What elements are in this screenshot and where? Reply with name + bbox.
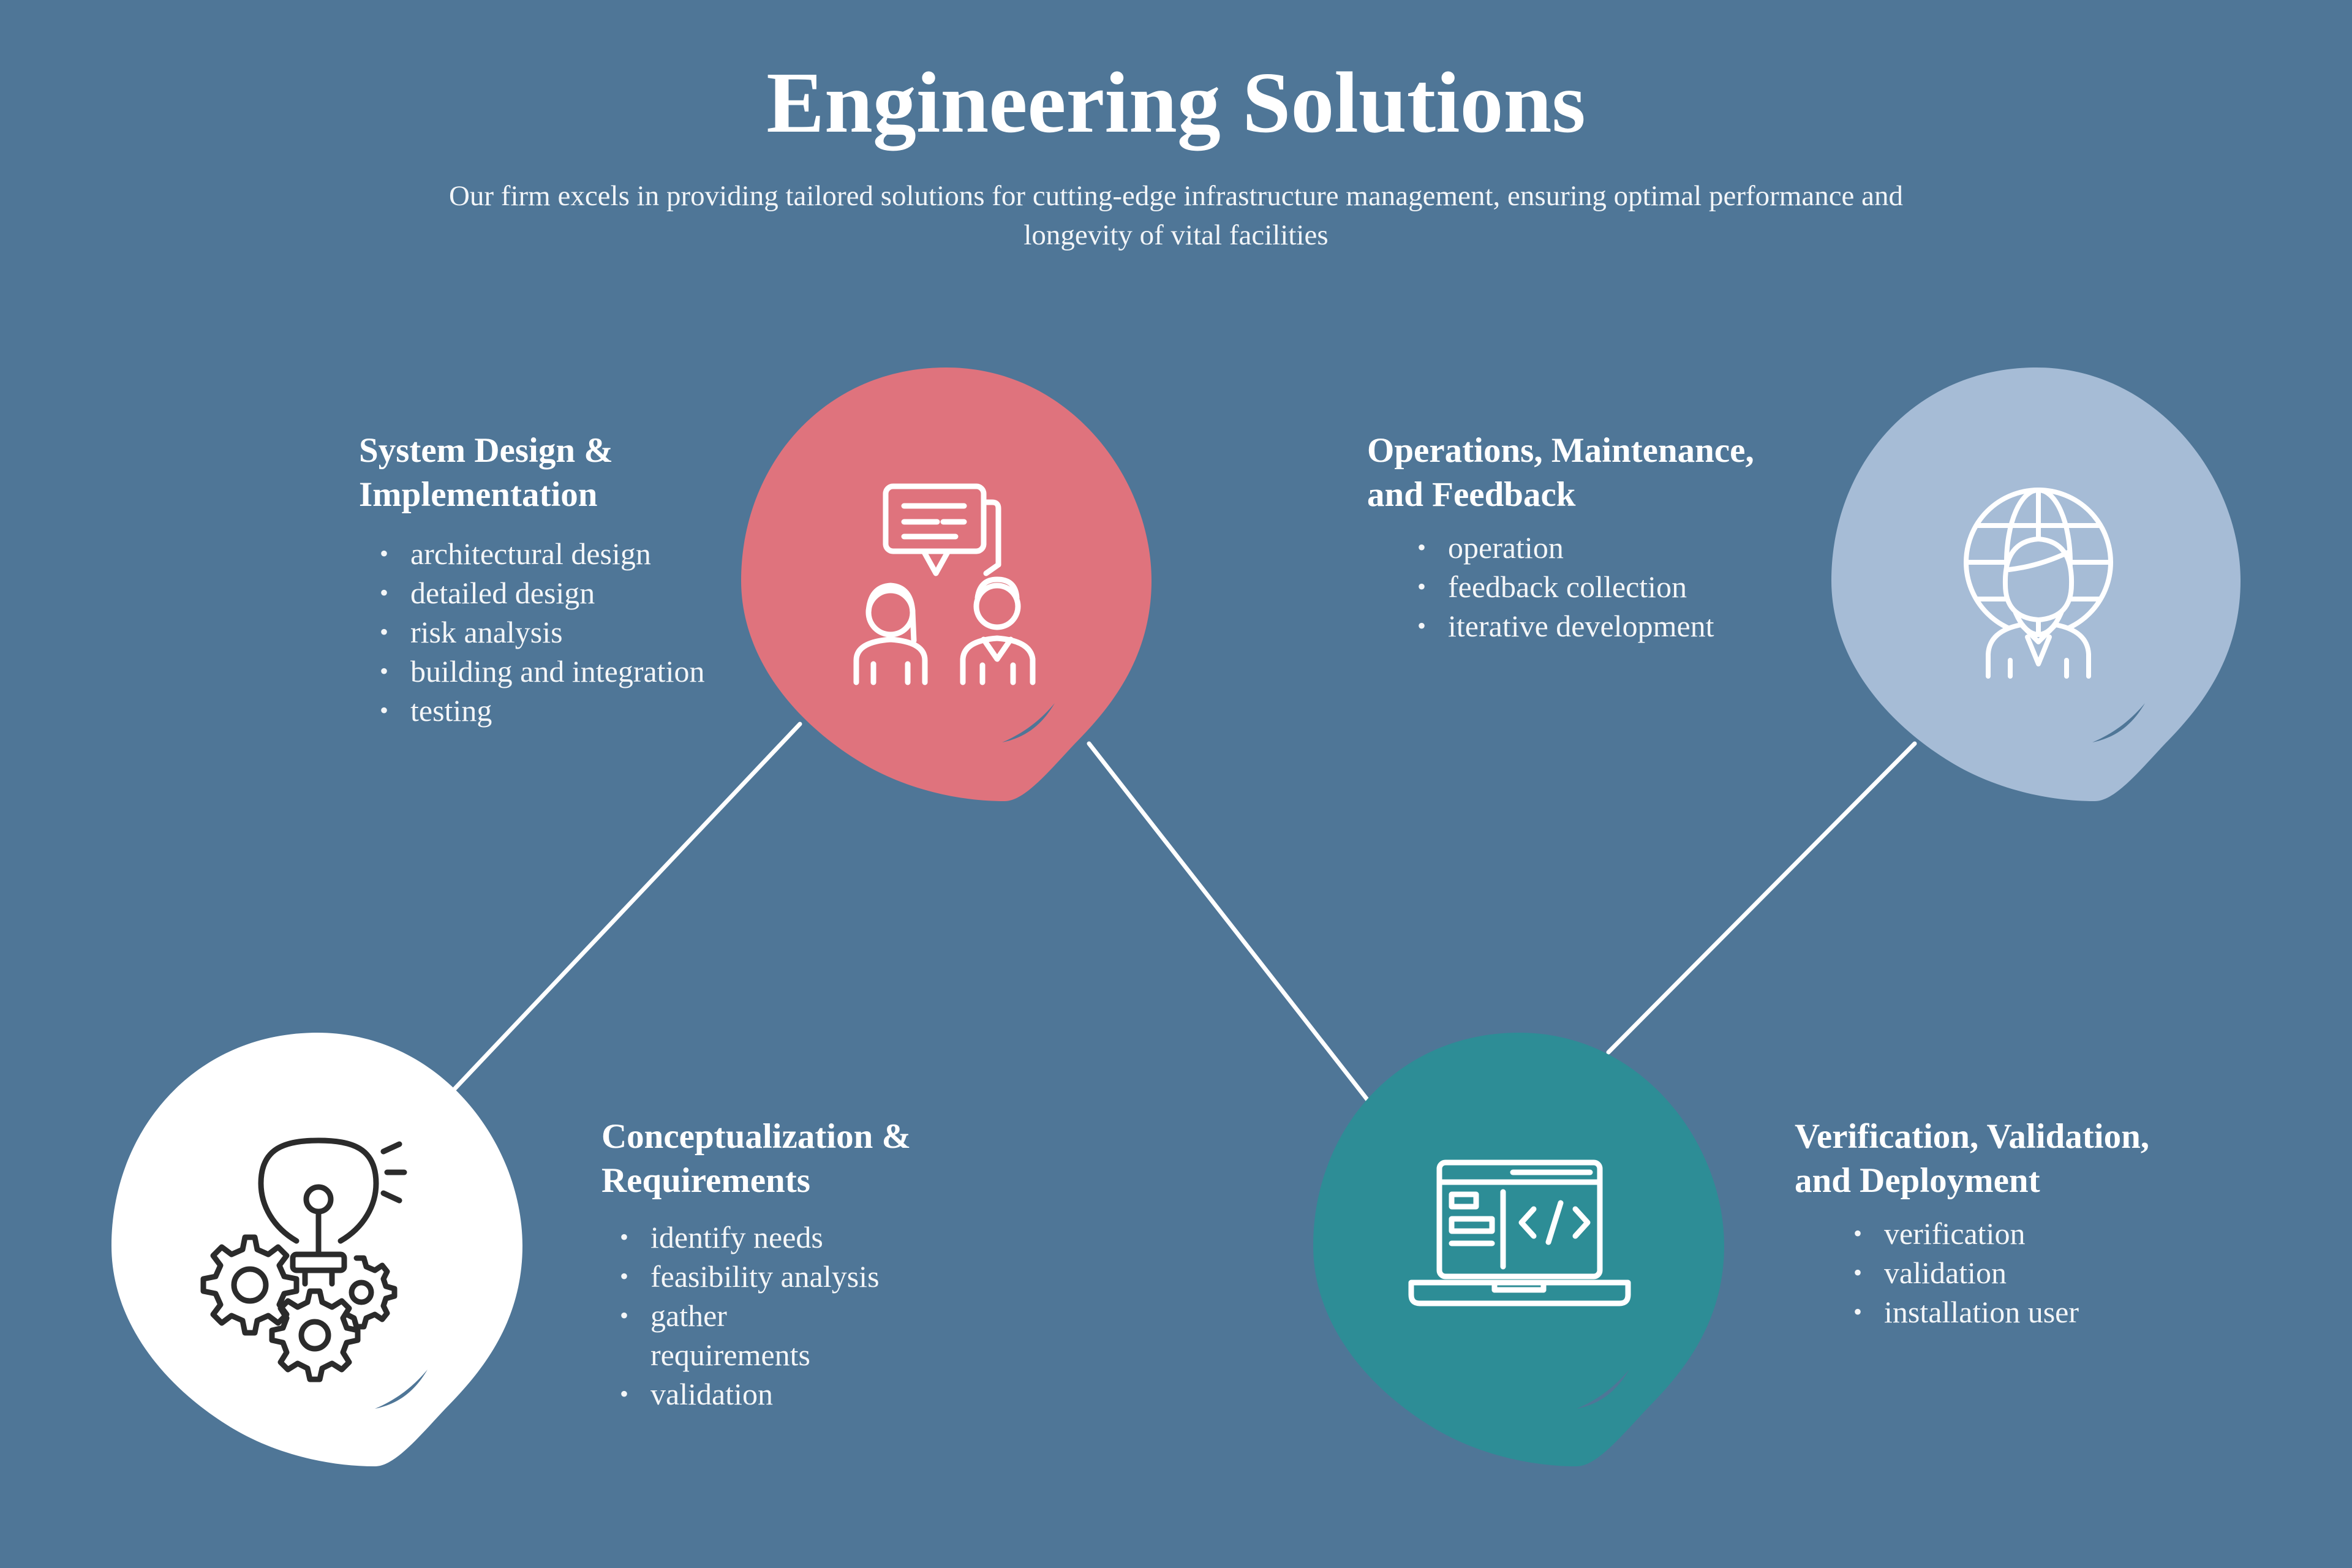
design-node	[741, 368, 1152, 801]
list-item: operation	[1417, 528, 1833, 567]
concept-step-list: identify needs feasibility analysis gath…	[601, 1218, 993, 1414]
list-item: verification	[1853, 1214, 2236, 1253]
conversation-people-icon	[853, 483, 1036, 685]
connector-design-to-verify	[1087, 741, 1372, 1105]
design-node-blob	[741, 368, 1152, 801]
lightbulb-gears-icon	[200, 1137, 407, 1382]
concept-node	[111, 1033, 522, 1466]
design-step-text: System Design & Implementation architect…	[359, 429, 788, 730]
list-item: building and integration	[380, 652, 788, 691]
connector-verify-to-operations	[1606, 741, 1917, 1055]
list-item: testing	[380, 691, 788, 730]
connector-lines	[452, 722, 1917, 1105]
verify-title-line-2: and Deployment	[1795, 1161, 2040, 1200]
verify-step-text: Verification, Validation, and Deployment…	[1795, 1115, 2236, 1332]
operations-step-title: Operations, Maintenance, and Feedback	[1367, 429, 1833, 517]
list-item: gather	[620, 1296, 993, 1335]
page-title: Engineering Solutions	[766, 54, 1586, 151]
verify-node-blob	[1313, 1033, 1724, 1466]
concept-step-title: Conceptualization & Requirements	[601, 1115, 993, 1203]
operations-step-list: operation feedback collection iterative …	[1367, 528, 1833, 646]
concept-title-line-1: Conceptualization &	[601, 1117, 911, 1156]
operations-title-line-2: and Feedback	[1367, 475, 1576, 514]
design-title-line-2: Implementation	[359, 475, 598, 514]
operations-step-text: Operations, Maintenance, and Feedback op…	[1367, 429, 1833, 646]
connector-concept-to-design	[452, 722, 802, 1091]
laptop-code-icon	[1408, 1159, 1631, 1306]
operations-node	[1831, 368, 2241, 801]
verify-step-list: verification validation installation use…	[1795, 1214, 2236, 1332]
list-item: feasibility analysis	[620, 1257, 993, 1296]
list-item: architectural design	[380, 534, 788, 573]
globe-person-icon	[1964, 488, 2113, 679]
list-item: validation	[1853, 1253, 2236, 1292]
list-item: installation user	[1853, 1292, 2236, 1332]
list-item: detailed design	[380, 573, 788, 612]
design-title-line-1: System Design &	[359, 431, 613, 470]
concept-step-text: Conceptualization & Requirements identif…	[601, 1115, 993, 1414]
list-item-continued: requirements	[650, 1338, 811, 1372]
verify-step-title: Verification, Validation, and Deployment	[1795, 1115, 2236, 1203]
list-item: risk analysis	[380, 612, 788, 652]
design-step-title: System Design & Implementation	[359, 429, 788, 517]
list-item: identify needs	[620, 1218, 993, 1257]
verify-list-clip: verification validation installation use…	[1795, 1203, 2236, 1332]
list-item: validation	[620, 1374, 993, 1414]
page-subtitle: Our firm excels in providing tailored so…	[448, 180, 1904, 251]
verify-node	[1313, 1033, 1724, 1466]
operations-title-line-1: Operations, Maintenance,	[1367, 431, 1754, 470]
list-item: iterative development	[1417, 606, 1833, 646]
verify-title-line-1: Verification, Validation,	[1795, 1117, 2150, 1156]
list-item: feedback collection	[1417, 567, 1833, 606]
design-step-list: architectural design detailed design ris…	[359, 534, 788, 730]
concept-title-line-2: Requirements	[601, 1161, 810, 1200]
